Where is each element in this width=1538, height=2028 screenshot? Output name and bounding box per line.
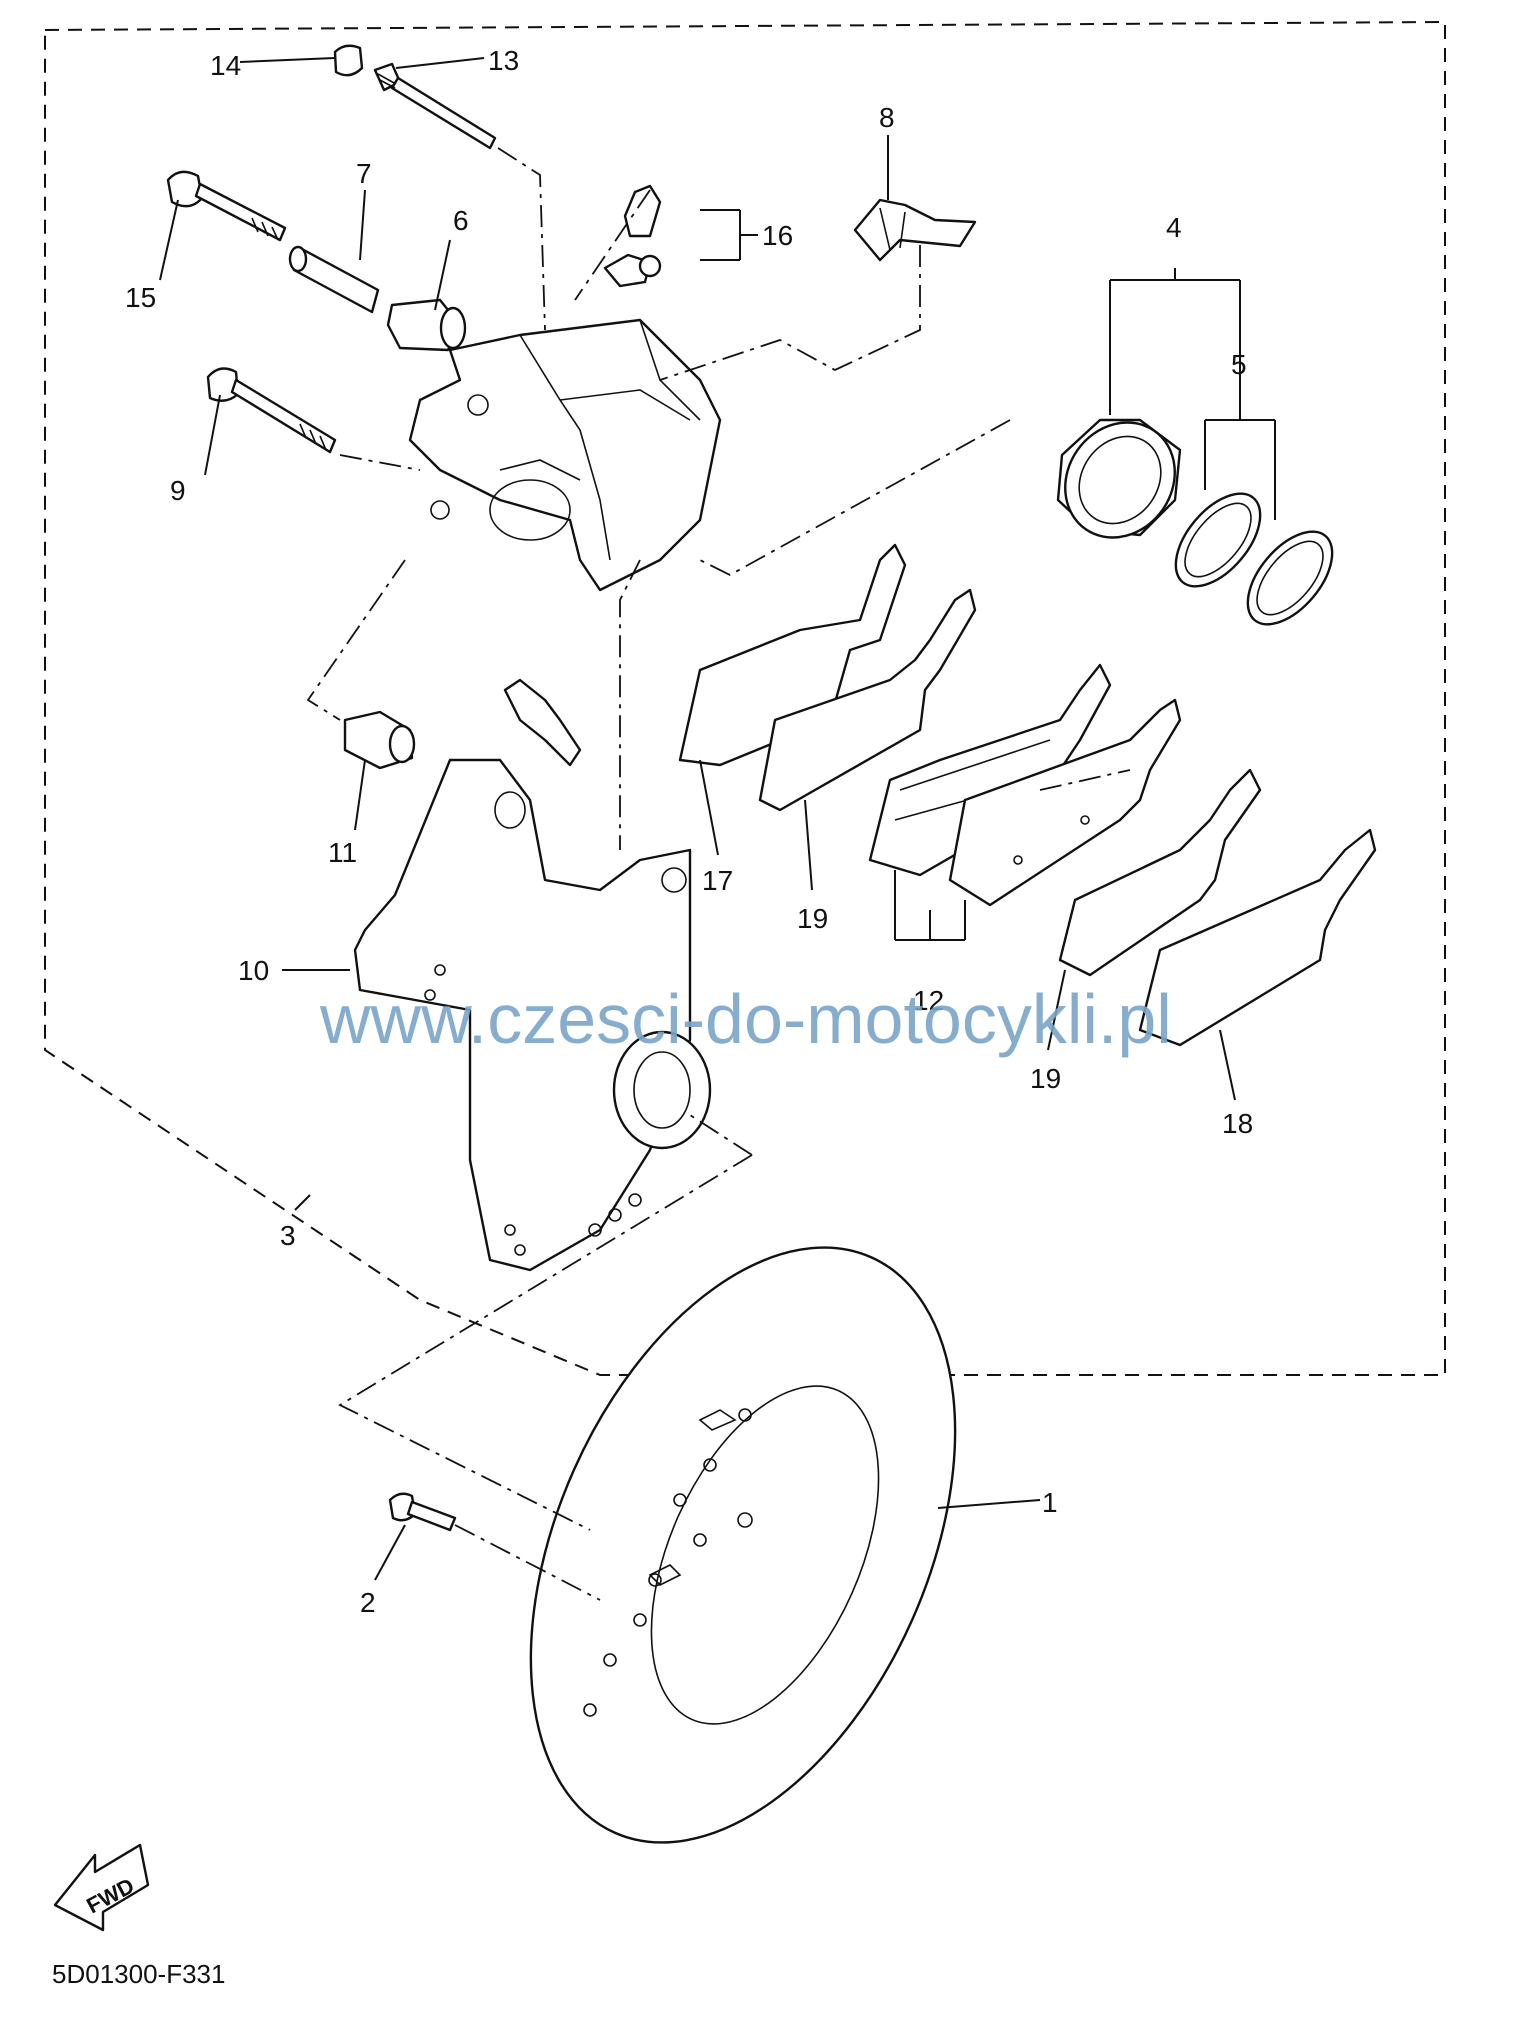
callout-16: 16 (762, 220, 793, 251)
callout-18: 18 (1222, 1108, 1253, 1139)
part-9-bolt (206, 367, 337, 454)
callout-9: 9 (170, 475, 186, 506)
callout-14: 14 (210, 50, 241, 81)
part-8-pad-spring (853, 198, 977, 262)
part-15-bolt (166, 170, 287, 242)
part-2-disc-bolt (388, 1492, 457, 1532)
part-7-slide-pin (288, 245, 380, 314)
callout-19b: 19 (1030, 1063, 1061, 1094)
fwd-arrow-icon: FWD (53, 1843, 150, 1932)
drawing-code: 5D01300-F331 (52, 1959, 225, 1989)
part-5-seals (1174, 492, 1334, 626)
callout-11: 11 (328, 837, 357, 868)
callout-6: 6 (453, 205, 469, 236)
callout-5: 5 (1231, 349, 1247, 380)
callout-leaders (159, 57, 1276, 1581)
part-13-pad-pin (373, 62, 497, 150)
callout-13: 13 (488, 45, 519, 76)
caliper-body (408, 318, 722, 592)
part-12-brake-pads (868, 663, 1182, 907)
part-19-pad-insulator-a (758, 588, 977, 812)
callout-labels: 1 2 3 4 5 6 7 8 9 10 11 12 13 14 15 16 1… (125, 45, 1253, 1618)
callout-3: 3 (280, 1220, 296, 1251)
callout-2: 2 (360, 1587, 376, 1618)
part-4-piston (1056, 418, 1182, 539)
part-18-shim (1138, 828, 1377, 1047)
part-8-spring-small (503, 678, 582, 767)
assembly-lines (306, 147, 1131, 1601)
callout-8: 8 (879, 102, 895, 133)
callout-7: 7 (356, 158, 372, 189)
part-16-bleed-screw (603, 184, 662, 288)
part-10-caliper-bracket (353, 758, 712, 1272)
part-1-brake-disc (529, 1246, 957, 1844)
callout-4: 4 (1166, 212, 1182, 243)
callout-10: 10 (238, 955, 269, 986)
part-11-sleeve (343, 710, 416, 770)
watermark: www.czesci-do-motocykli.pl (319, 980, 1172, 1058)
part-19-pad-insulator-b (1058, 768, 1262, 977)
part-14-bleed-cap (333, 44, 364, 77)
assembly-boundary (44, 20, 1446, 1376)
part-6-boot (386, 298, 467, 352)
callout-15: 15 (125, 282, 156, 313)
callout-12: 12 (913, 985, 944, 1016)
callout-1: 1 (1042, 1487, 1058, 1518)
callout-19a: 19 (797, 903, 828, 934)
callout-17: 17 (702, 865, 733, 896)
